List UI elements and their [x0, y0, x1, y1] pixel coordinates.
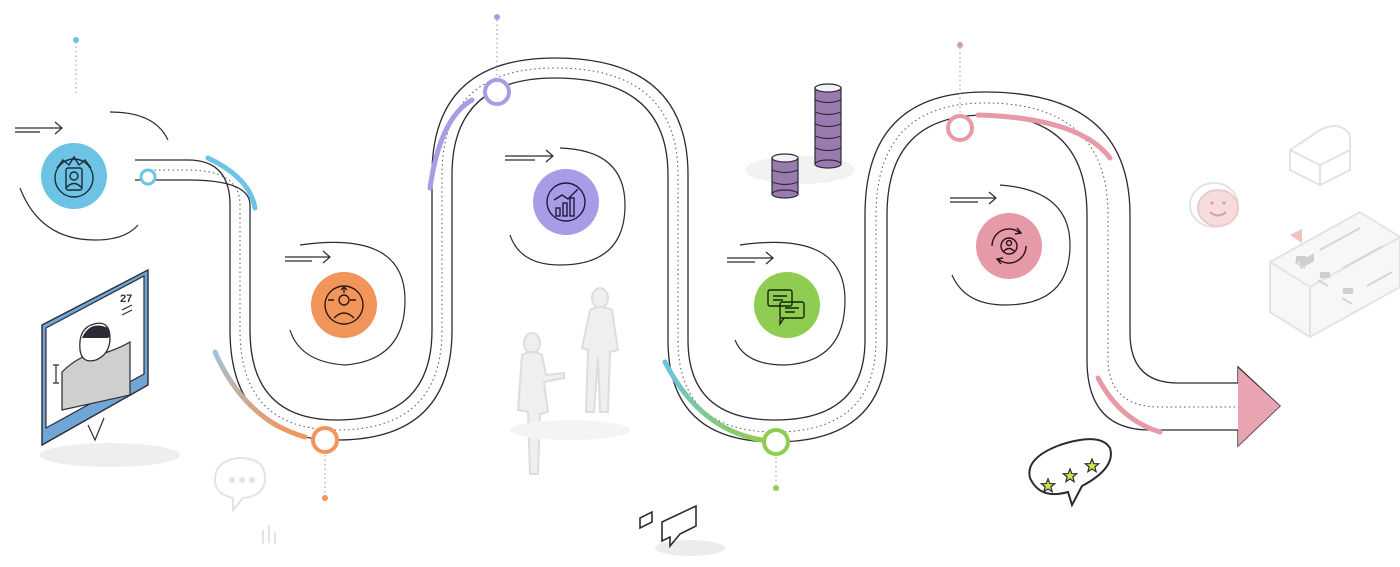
star-rating [1039, 457, 1101, 494]
ghost-checklist-icon [1269, 210, 1400, 339]
motion-arrow-icon [505, 149, 554, 163]
stage-1-circle[interactable] [41, 143, 107, 209]
stage-1 [15, 111, 169, 241]
motion-arrow-icon [727, 251, 774, 265]
focus-person-icon [324, 285, 364, 325]
calendar-day: 27 [120, 293, 132, 305]
rating-star-icon [1039, 477, 1057, 494]
stage-2 [285, 241, 406, 366]
chat-feedback-icon [767, 289, 805, 327]
growth-chart-icon [546, 182, 586, 222]
stage-3 [505, 147, 626, 266]
ghost-smiley-icon [1189, 182, 1239, 228]
ghost-chat-bubble-icon [213, 456, 276, 544]
stage-4 [727, 241, 846, 366]
stage-3-circle[interactable] [533, 169, 599, 235]
rating-bubble-icon [1028, 438, 1112, 508]
cycle-person-icon [991, 227, 1027, 265]
rating-star-icon [1083, 457, 1101, 474]
motion-arrow-icon [15, 121, 63, 135]
stage-5 [950, 184, 1071, 306]
background-decorations [40, 125, 1400, 556]
milestone-markers [73, 14, 1280, 501]
ghost-people-figures [516, 287, 620, 475]
motion-arrow-icon [950, 191, 997, 205]
rating-star-icon [1061, 467, 1079, 484]
radar-person-icon [54, 155, 94, 198]
progress-arcs [205, 97, 1163, 443]
ghost-heart-icon [1289, 125, 1351, 187]
stage-4-circle[interactable] [754, 272, 820, 338]
journey-road [135, 57, 1281, 448]
profile-card-icon: 27 [41, 268, 149, 447]
chat-bubbles-icon [639, 504, 697, 549]
motion-arrow-icon [285, 250, 331, 264]
coin-stack-icon [771, 83, 842, 199]
